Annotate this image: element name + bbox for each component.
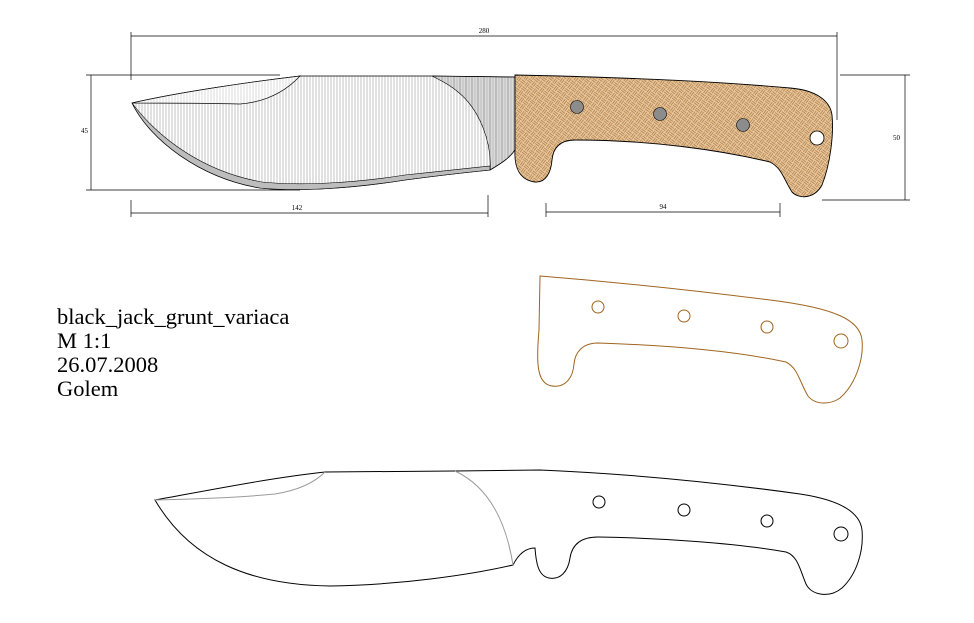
blade-swedge-hatch	[132, 76, 300, 104]
profile-lanyard-hole	[833, 526, 849, 542]
handle-top	[514, 74, 833, 198]
rivet-2	[653, 107, 667, 121]
dim-handle-length: 94	[660, 203, 668, 211]
dim-overall-length: 280	[479, 27, 490, 35]
scale-pin-hole-1	[591, 300, 605, 314]
profile-pin-hole-3	[760, 514, 774, 528]
knife-profile-shape	[154, 469, 863, 595]
handle-scale-outline	[537, 275, 863, 404]
dim-blade-length: 142	[292, 204, 303, 212]
blade-edge-bevel	[131, 102, 491, 190]
profile-pin-hole-2	[677, 503, 691, 517]
profile-pin-hole-1	[592, 495, 606, 509]
dim-handle-height: 50	[893, 134, 901, 142]
drawing-scale: M 1:1	[57, 328, 112, 353]
scale-pin-hole-2	[677, 309, 691, 323]
rivet-1	[570, 100, 584, 114]
blade-ricasso	[431, 75, 516, 171]
scale-lanyard-hole	[833, 333, 849, 349]
drawing-date: 26.07.2008	[57, 352, 159, 377]
handle-scale-outline-shape	[537, 275, 863, 404]
rivet-3	[736, 118, 750, 132]
knife-profile-grind-line	[454, 470, 514, 566]
knife-profile-swedge-line	[154, 471, 326, 501]
handle-scale	[514, 74, 833, 198]
knife-profile-outline	[154, 469, 863, 595]
drawing-name: black_jack_grunt_variaca	[57, 304, 290, 329]
scale-pin-hole-3	[760, 320, 774, 334]
lanyard-hole	[809, 130, 825, 146]
drawing-author: Golem	[57, 376, 119, 401]
dim-blade-height: 45	[81, 127, 89, 135]
blade-top	[131, 75, 516, 190]
title-block: black_jack_grunt_variaca M 1:1 26.07.200…	[57, 305, 289, 401]
dimension-lines	[86, 32, 910, 217]
